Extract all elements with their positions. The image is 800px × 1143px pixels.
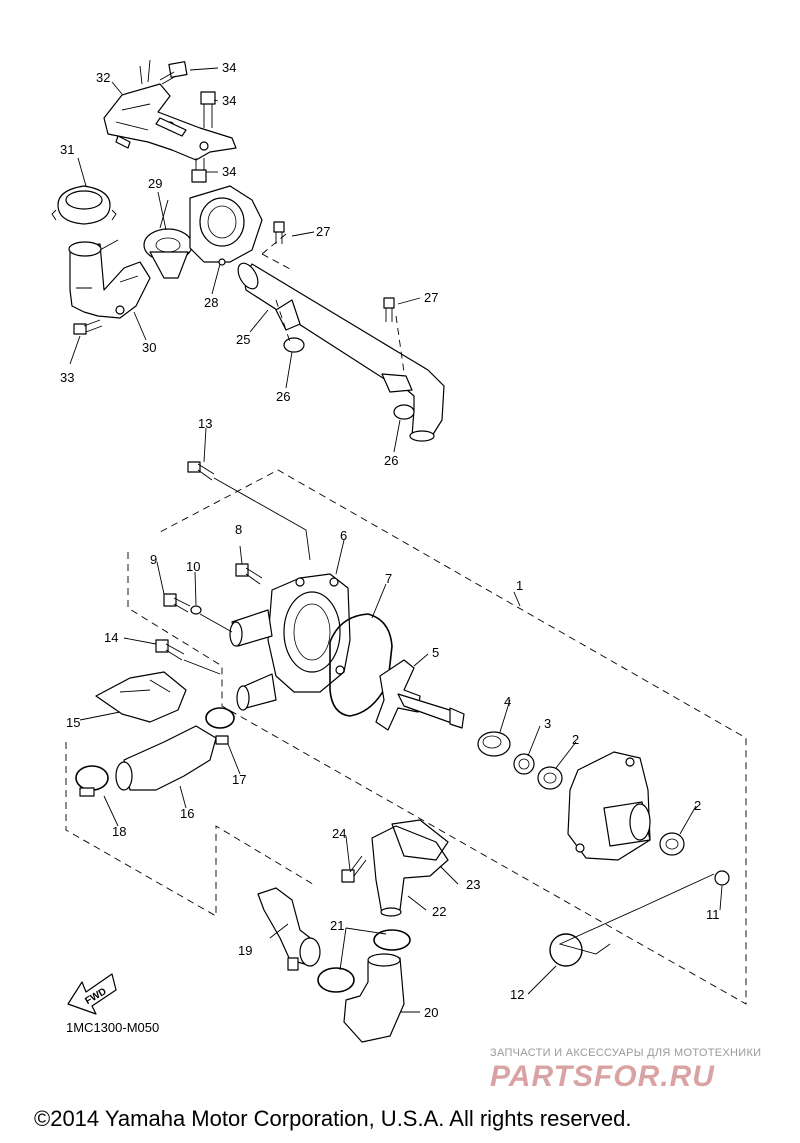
bearing-2-right <box>659 832 685 856</box>
callout-33: 33 <box>60 370 74 385</box>
elbow-hose-20 <box>343 953 405 1043</box>
callout-9: 9 <box>150 552 157 567</box>
callout-3: 3 <box>544 716 551 731</box>
o-ring-26-upper <box>283 337 305 353</box>
bolt-27-lower <box>383 297 395 322</box>
bearing-2-left <box>537 766 563 790</box>
callout-13: 13 <box>198 416 212 431</box>
bracket-32 <box>103 59 237 161</box>
o-ring-12 <box>549 933 583 967</box>
callout-2: 2 <box>694 798 701 813</box>
callout-24: 24 <box>332 826 346 841</box>
callout-34: 34 <box>222 164 236 179</box>
filler-neck-30 <box>68 239 151 319</box>
callout-30: 30 <box>142 340 156 355</box>
callout-31: 31 <box>60 142 74 157</box>
callout-11: 11 <box>706 907 720 922</box>
washer-11 <box>714 870 730 886</box>
callout-29: 29 <box>148 176 162 191</box>
thermostat-cover-28 <box>189 185 263 266</box>
leader-lines <box>69 67 723 1013</box>
callout-34: 34 <box>222 93 236 108</box>
callout-10: 10 <box>186 559 200 574</box>
callout-26: 26 <box>276 389 290 404</box>
pump-cover <box>567 751 651 861</box>
callout-21: 21 <box>330 918 344 933</box>
callout-6: 6 <box>340 528 347 543</box>
callout-22: 22 <box>432 904 446 919</box>
bolt-14 <box>155 639 185 661</box>
callout-numbers: 34 34 34 32 31 29 28 27 27 25 26 26 30 3… <box>60 60 720 1020</box>
clamp-17 <box>205 707 235 729</box>
watermark-logo: PARTSFOR.RU <box>490 1060 715 1093</box>
impeller-shaft-5 <box>375 659 465 731</box>
cover-15 <box>95 671 187 723</box>
inlet-fitting-22 <box>371 825 449 917</box>
o-ring-26-lower <box>393 404 415 420</box>
radiator-cap-31 <box>51 185 117 225</box>
callout-27: 27 <box>424 290 438 305</box>
watermark-tagline: ЗАПЧАСТИ И АКСЕССУАРЫ ДЛЯ МОТОТЕХНИКИ <box>490 1047 761 1059</box>
callout-28: 28 <box>204 295 218 310</box>
callout-1: 1 <box>516 578 523 593</box>
callout-19: 19 <box>238 943 252 958</box>
callout-27: 27 <box>316 224 330 239</box>
callout-25: 25 <box>236 332 250 347</box>
clamp-18 <box>75 765 109 791</box>
callout-14: 14 <box>104 630 118 645</box>
copyright-notice: ©2014 Yamaha Motor Corporation, U.S.A. A… <box>34 1106 631 1131</box>
callout-4: 4 <box>504 694 511 709</box>
callout-15: 15 <box>66 715 80 730</box>
diagram-code: 1MC1300-M050 <box>66 1020 159 1035</box>
callout-34: 34 <box>222 60 236 75</box>
callout-12: 12 <box>510 987 524 1002</box>
callout-7: 7 <box>385 571 392 586</box>
bolt-24 <box>341 855 367 883</box>
callout-5: 5 <box>432 645 439 660</box>
clamp-21-upper <box>373 929 411 951</box>
bolt-8 <box>235 563 263 585</box>
callout-8: 8 <box>235 522 242 537</box>
assembly-boundary-1 <box>127 469 747 1005</box>
callout-17: 17 <box>232 772 246 787</box>
pump-housing-6 <box>229 573 351 711</box>
clamp-21-lower <box>317 967 355 993</box>
coolant-pipe-25 <box>237 262 445 442</box>
callout-20: 20 <box>424 1005 438 1020</box>
bolt-13 <box>187 461 311 561</box>
fwd-arrow-icon: FWD <box>67 973 117 1015</box>
bolt-34-lower <box>191 158 207 183</box>
callout-18: 18 <box>112 824 126 839</box>
callout-32: 32 <box>96 70 110 85</box>
hose-19 <box>257 887 321 971</box>
callout-16: 16 <box>180 806 194 821</box>
callout-2: 2 <box>572 732 579 747</box>
callout-26: 26 <box>384 453 398 468</box>
bolt-34-top <box>159 61 188 85</box>
bolt-33 <box>73 319 103 335</box>
washer-10 <box>190 605 202 615</box>
oil-seal-3 <box>513 753 535 775</box>
hose-16 <box>115 725 217 791</box>
callout-23: 23 <box>466 877 480 892</box>
bolt-27-upper <box>273 221 285 244</box>
gasket-23 <box>391 819 449 861</box>
thermostat-29 <box>143 199 193 279</box>
bolt-34-middle <box>200 91 216 128</box>
bolt-9 <box>163 593 191 613</box>
mechanical-seal-4 <box>477 731 511 757</box>
